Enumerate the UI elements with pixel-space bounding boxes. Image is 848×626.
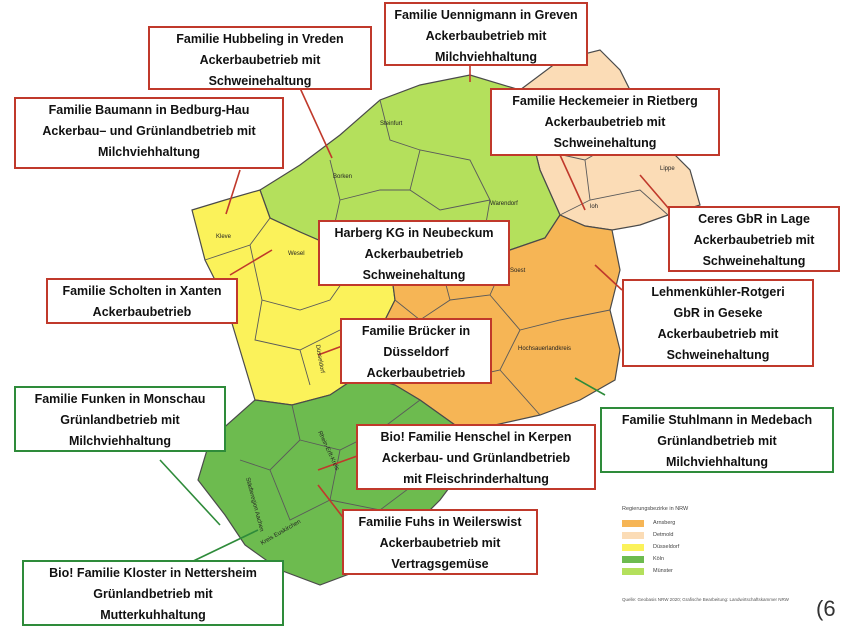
- callout-funken-title: Familie Funken in Monschau: [34, 392, 206, 406]
- callout-bruecker-line3: Ackerbaubetrieb: [366, 366, 466, 380]
- legend-item-detmold: Detmold: [622, 529, 812, 541]
- callout-heckemeier-title: Familie Heckemeier in Rietberg: [512, 94, 698, 108]
- callout-baumann-line2: Ackerbau– und Grünlandbetrieb mit: [42, 124, 256, 138]
- district-lines-muenster: [329, 99, 491, 259]
- callout-bruecker-line2: Düsseldorf: [383, 345, 449, 359]
- callout-funken: Familie Funken in Monschau Grünlandbetri…: [14, 386, 226, 452]
- legend-swatch-duesseldorf: [622, 543, 644, 551]
- map-legend: Regierungsbezirke in NRW Arnsberg Detmol…: [622, 506, 812, 577]
- district-lines-duesseldorf: [204, 217, 366, 386]
- legend-label-detmold: Detmold: [653, 532, 674, 538]
- callout-hubbeling-line3: Schweinehaltung: [208, 74, 312, 88]
- callout-funken-line2: Grünlandbetrieb mit: [60, 413, 180, 427]
- label-wesel: Wesel: [288, 251, 305, 257]
- callout-baumann: Familie Baumann in Bedburg-Hau Ackerbau–…: [14, 97, 284, 169]
- legend-item-duesseldorf: Düsseldorf: [622, 541, 812, 553]
- legend-title: Regierungsbezirke in NRW: [622, 506, 689, 512]
- callout-lehmenkuehler-line4: Schweinehaltung: [666, 348, 770, 362]
- callout-kloster-line2: Grünlandbetrieb mit: [93, 587, 213, 601]
- callout-lehmenkuehler-title: Lehmenkühler-Rotgeri: [651, 285, 785, 299]
- callout-stuhlmann-title: Familie Stuhlmann in Medebach: [621, 413, 813, 427]
- label-borken: Borken: [333, 174, 352, 180]
- callout-harberg-title: Harberg KG in Neubeckum: [334, 226, 494, 240]
- legend-label-duesseldorf: Düsseldorf: [653, 544, 680, 550]
- legend-label-muenster: Münster: [653, 568, 673, 574]
- callout-fuhs-line2: Ackerbaubetrieb mit: [379, 536, 501, 550]
- callout-henschel: Bio! Familie Henschel in Kerpen Ackerbau…: [356, 424, 596, 490]
- callout-henschel-title: Bio! Familie Henschel in Kerpen: [380, 430, 572, 444]
- callout-henschel-line3: mit Fleischrinderhaltung: [403, 472, 549, 486]
- callout-scholten: Familie Scholten in Xanten Ackerbaubetri…: [46, 278, 238, 324]
- callout-lehmenkuehler-line2: GbR in Geseke: [673, 306, 763, 320]
- callout-baumann-title: Familie Baumann in Bedburg-Hau: [48, 103, 250, 117]
- callout-bruecker-title: Familie Brücker in: [361, 324, 471, 338]
- callout-stuhlmann-line2: Grünlandbetrieb mit: [657, 434, 777, 448]
- callout-scholten-line2: Ackerbaubetrieb: [92, 305, 192, 319]
- callout-bruecker: Familie Brücker in Düsseldorf Ackerbaube…: [340, 318, 492, 384]
- label-steinfurt: Steinfurt: [380, 121, 403, 127]
- callout-kloster-line3: Mutterkuhhaltung: [100, 608, 206, 622]
- legend-swatch-muenster: [622, 567, 644, 575]
- label-guetersloh: loh: [590, 204, 598, 210]
- source-note: Quelle: Geobasis NRW 2020; Grafische Bea…: [622, 597, 789, 602]
- legend-swatch-arnsberg: [622, 519, 644, 527]
- callout-ceres-line3: Schweinehaltung: [702, 254, 806, 268]
- callout-scholten-title: Familie Scholten in Xanten: [62, 284, 222, 298]
- callout-funken-line3: Milchviehhaltung: [68, 434, 172, 448]
- label-duesseldorf: Düsseldorf: [314, 344, 325, 374]
- legend-swatch-detmold: [622, 531, 644, 539]
- callout-uennigmann: Familie Uennigmann in Greven Ackerbaubet…: [384, 2, 588, 66]
- callout-uennigmann-line2: Ackerbaubetrieb mit: [425, 29, 547, 43]
- label-lippe: Lippe: [660, 166, 675, 172]
- district-lines-arnsberg: [394, 249, 611, 416]
- callout-uennigmann-line3: Milchviehhaltung: [434, 50, 538, 64]
- callout-fuhs-line3: Vertragsgemüse: [391, 557, 489, 571]
- callout-hubbeling-line2: Ackerbaubetrieb mit: [199, 53, 321, 67]
- legend-item-koeln: Köln: [622, 553, 812, 565]
- legend-label-koeln: Köln: [653, 556, 665, 562]
- legend-item-muenster: Münster: [622, 565, 812, 577]
- callout-lehmenkuehler: Lehmenkühler-Rotgeri GbR in Geseke Acker…: [622, 279, 814, 367]
- callout-henschel-line2: Ackerbau- und Grünlandbetrieb: [381, 451, 571, 465]
- label-soest: Soest: [510, 268, 526, 274]
- callout-harberg-line2: Ackerbaubetrieb: [364, 247, 464, 261]
- callout-heckemeier-line2: Ackerbaubetrieb mit: [544, 115, 666, 129]
- callout-harberg: Harberg KG in Neubeckum Ackerbaubetrieb …: [318, 220, 510, 286]
- callout-harberg-line3: Schweinehaltung: [362, 268, 466, 282]
- label-kleve: Kleve: [216, 234, 232, 240]
- callout-ceres: Ceres GbR in Lage Ackerbaubetrieb mit Sc…: [668, 206, 840, 272]
- callout-fuhs: Familie Fuhs in Weilerswist Ackerbaubetr…: [342, 509, 538, 575]
- legend-item-arnsberg: Arnsberg: [622, 517, 812, 529]
- callout-heckemeier-line3: Schweinehaltung: [553, 136, 657, 150]
- callout-fuhs-title: Familie Fuhs in Weilerswist: [358, 515, 522, 529]
- callout-lehmenkuehler-line3: Ackerbaubetrieb mit: [657, 327, 779, 341]
- label-hochsauerland: Hochsauerlandkreis: [518, 346, 571, 352]
- callout-hubbeling: Familie Hubbeling in Vreden Ackerbaubetr…: [148, 26, 372, 90]
- callout-ceres-title: Ceres GbR in Lage: [698, 212, 810, 226]
- callout-ceres-line2: Ackerbaubetrieb mit: [693, 233, 815, 247]
- callout-kloster-title: Bio! Familie Kloster in Nettersheim: [49, 566, 257, 580]
- callout-stuhlmann: Familie Stuhlmann in Medebach Grünlandbe…: [600, 407, 834, 473]
- callout-uennigmann-title: Familie Uennigmann in Greven: [394, 8, 578, 22]
- callout-heckemeier: Familie Heckemeier in Rietberg Ackerbaub…: [490, 88, 720, 156]
- label-warendorf: Warendorf: [490, 201, 518, 207]
- callout-baumann-line3: Milchviehhaltung: [97, 145, 201, 159]
- callout-kloster: Bio! Familie Kloster in Nettersheim Grün…: [22, 560, 284, 626]
- legend-swatch-koeln: [622, 555, 644, 563]
- callout-hubbeling-title: Familie Hubbeling in Vreden: [176, 32, 344, 46]
- callout-stuhlmann-line3: Milchviehhaltung: [665, 455, 769, 469]
- legend-label-arnsberg: Arnsberg: [653, 520, 676, 526]
- page-number: (6: [816, 596, 836, 621]
